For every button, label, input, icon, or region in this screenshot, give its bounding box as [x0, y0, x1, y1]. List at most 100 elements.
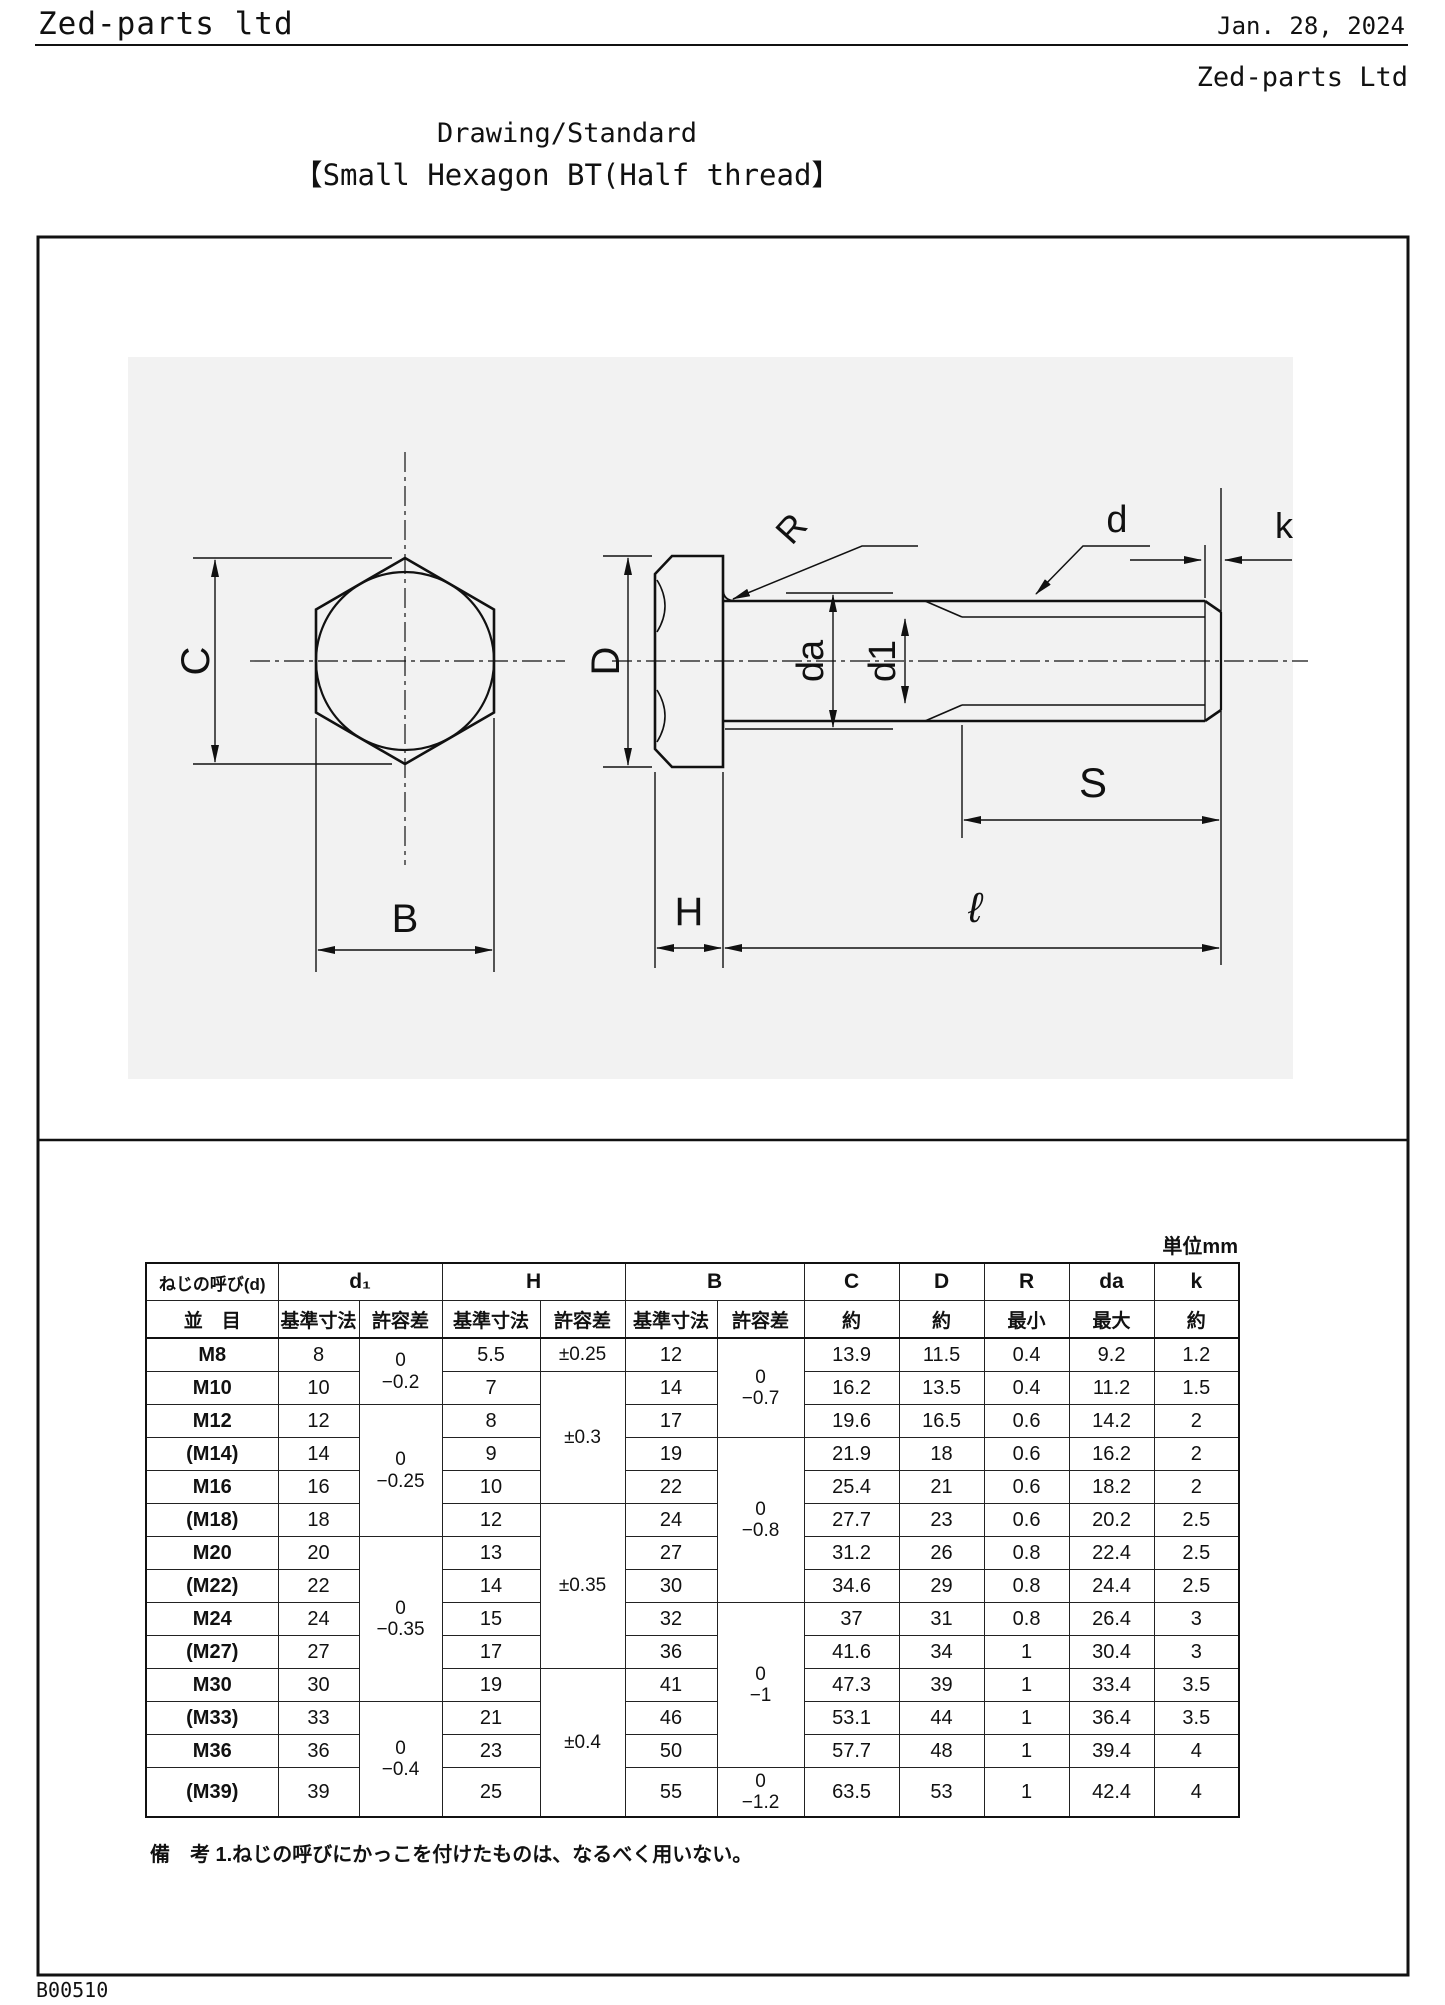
value-cell: 0.6 — [983, 1503, 1070, 1537]
value-cell: 0 −0.2 — [358, 1337, 443, 1405]
value-cell: 53.1 — [803, 1701, 900, 1735]
thread-size-cell: (M18) — [145, 1503, 279, 1537]
value-cell: 23 — [441, 1734, 541, 1768]
value-cell: 42.4 — [1068, 1767, 1155, 1818]
label-C: C — [174, 647, 218, 676]
value-cell: 21 — [898, 1470, 985, 1504]
value-cell: 20 — [277, 1536, 360, 1570]
value-cell: 14 — [277, 1437, 360, 1471]
company-name-top: Zed-parts ltd — [38, 6, 294, 42]
thread-size-cell: (M39) — [145, 1767, 279, 1818]
value-cell: 17 — [624, 1404, 718, 1438]
value-cell: 14 — [624, 1371, 718, 1405]
value-cell: 1.2 — [1153, 1337, 1240, 1372]
value-cell: 1 — [983, 1668, 1070, 1702]
value-cell: 3 — [1153, 1635, 1240, 1669]
value-cell: 18 — [277, 1503, 360, 1537]
value-cell: 16.2 — [1068, 1437, 1155, 1471]
subcol-d1-basic: 基準寸法 — [277, 1300, 360, 1339]
value-cell: 2 — [1153, 1437, 1240, 1471]
page-subtitle: 【Small Hexagon BT(Half thread】 — [293, 158, 841, 192]
spec-table: ねじの呼び(d) d₁ H B C D R da k 並 目 基準寸法 許容差 … — [145, 1262, 1241, 1818]
value-cell: 13 — [441, 1536, 541, 1570]
value-cell: 0.6 — [983, 1437, 1070, 1471]
value-cell: ±0.35 — [539, 1503, 626, 1669]
value-cell: 2.5 — [1153, 1503, 1240, 1537]
value-cell: 31.2 — [803, 1536, 900, 1570]
value-cell: 1 — [983, 1701, 1070, 1735]
value-cell: 25 — [441, 1767, 541, 1818]
value-cell: 2 — [1153, 1470, 1240, 1504]
col-k: k — [1153, 1262, 1240, 1301]
value-cell: 0.8 — [983, 1569, 1070, 1603]
value-cell: 13.5 — [898, 1371, 985, 1405]
value-cell: 55 — [624, 1767, 718, 1818]
value-cell: 26 — [898, 1536, 985, 1570]
subcol-R-min: 最小 — [983, 1300, 1070, 1339]
value-cell: 33 — [277, 1701, 360, 1735]
thread-size-cell: M8 — [145, 1337, 279, 1372]
value-cell: 2.5 — [1153, 1536, 1240, 1570]
callout-d: d — [1035, 499, 1150, 595]
label-d1: d1 — [862, 640, 904, 682]
col-da: da — [1068, 1262, 1155, 1301]
value-cell: 63.5 — [803, 1767, 900, 1818]
value-cell: 11.2 — [1068, 1371, 1155, 1405]
value-cell: 34 — [898, 1635, 985, 1669]
value-cell: 31 — [898, 1602, 985, 1636]
value-cell: 3.5 — [1153, 1668, 1240, 1702]
header-rule — [35, 44, 1408, 46]
value-cell: 10 — [441, 1470, 541, 1504]
value-cell: 1 — [983, 1734, 1070, 1768]
thread-size-cell: (M14) — [145, 1437, 279, 1471]
value-cell: 0.4 — [983, 1337, 1070, 1372]
thread-size-cell: M24 — [145, 1602, 279, 1636]
title-block: Drawing/Standard 【Small Hexagon BT(Half … — [167, 118, 967, 194]
value-cell: 12 — [277, 1404, 360, 1438]
value-cell: ±0.4 — [539, 1668, 626, 1818]
value-cell: 44 — [898, 1701, 985, 1735]
value-cell: 13.9 — [803, 1337, 900, 1372]
value-cell: 22 — [277, 1569, 360, 1603]
col-R: R — [983, 1262, 1070, 1301]
value-cell: 16.5 — [898, 1404, 985, 1438]
col-group-d1: d₁ — [277, 1262, 443, 1301]
value-cell: 19.6 — [803, 1404, 900, 1438]
unit-label: 単位mm — [1162, 1236, 1238, 1258]
dimension-D: D — [584, 555, 652, 768]
subcol-D-approx: 約 — [898, 1300, 985, 1339]
value-cell: 21.9 — [803, 1437, 900, 1471]
label-D: D — [584, 647, 628, 676]
subcol-coarse: 並 目 — [145, 1300, 279, 1339]
value-cell: 16 — [277, 1470, 360, 1504]
value-cell: 2 — [1153, 1404, 1240, 1438]
value-cell: 21 — [441, 1701, 541, 1735]
value-cell: 36 — [624, 1635, 718, 1669]
dimension-length: ℓ — [724, 884, 1220, 952]
value-cell: 0 −0.8 — [716, 1437, 805, 1603]
drawing-background — [128, 357, 1293, 1079]
value-cell: 23 — [898, 1503, 985, 1537]
thread-size-cell: M30 — [145, 1668, 279, 1702]
value-cell: 41 — [624, 1668, 718, 1702]
value-cell: 4 — [1153, 1767, 1240, 1818]
value-cell: 36 — [277, 1734, 360, 1768]
thread-size-cell: (M33) — [145, 1701, 279, 1735]
thread-size-cell: (M22) — [145, 1569, 279, 1603]
label-d: d — [1106, 499, 1127, 541]
value-cell: 2.5 — [1153, 1569, 1240, 1603]
label-k: k — [1275, 505, 1294, 546]
value-cell: 9.2 — [1068, 1337, 1155, 1372]
value-cell: 39.4 — [1068, 1734, 1155, 1768]
subcol-d1-tol: 許容差 — [358, 1300, 443, 1339]
dimension-d1: d1 — [862, 618, 909, 704]
value-cell: 20.2 — [1068, 1503, 1155, 1537]
value-cell: 24 — [624, 1503, 718, 1537]
